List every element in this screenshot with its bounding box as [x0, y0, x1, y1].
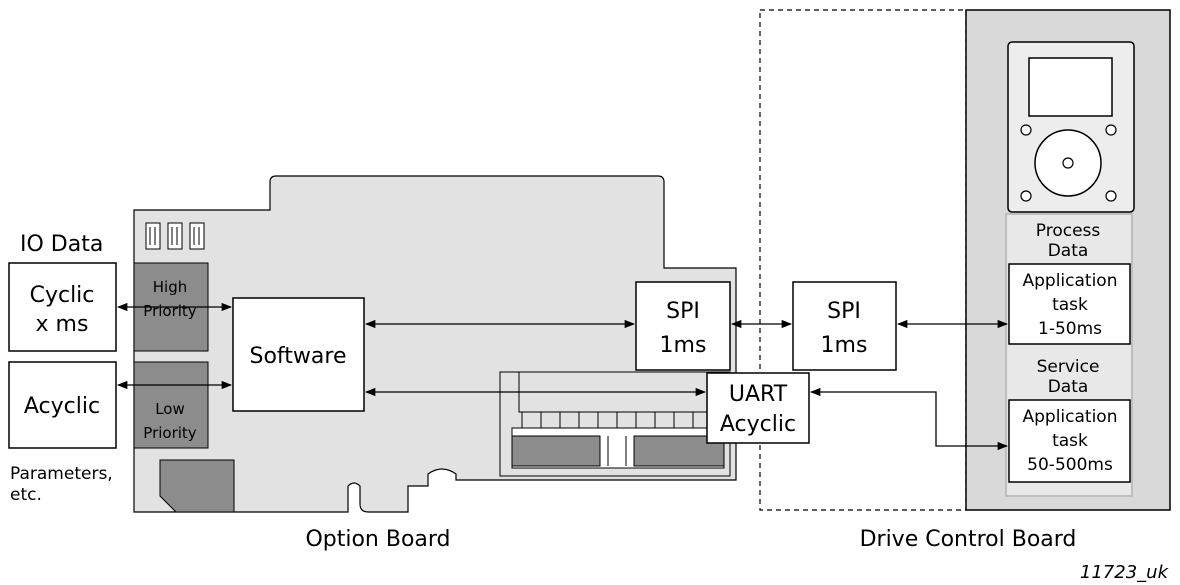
software-box	[232, 297, 365, 412]
app-task-2-line1: Application	[1023, 407, 1118, 427]
io-data-title: IO Data	[20, 232, 103, 257]
spi-option-line2: 1ms	[660, 333, 707, 358]
app-task-1-line2: task	[1052, 295, 1088, 315]
uart-box	[706, 372, 810, 444]
spi-drive-box	[792, 281, 897, 371]
high-priority-line2: Priority	[143, 302, 197, 320]
app-task-1-line1: Application	[1023, 271, 1118, 291]
app-task-1-line3: 1-50ms	[1038, 319, 1102, 339]
uart-line1: UART	[729, 382, 788, 407]
figure-id: 11723_uk	[1080, 562, 1170, 583]
connections	[116, 302, 1009, 451]
process-data-line2: Data	[1048, 241, 1089, 261]
service-data-line1: Service	[1037, 357, 1100, 377]
app-task-2-line2: task	[1052, 431, 1088, 451]
parameters-note-line2: etc.	[10, 485, 42, 505]
spi-drive-line1: SPI	[827, 299, 861, 324]
cyclic-box	[8, 262, 117, 352]
app-task-2-line3: 50-500ms	[1027, 455, 1113, 475]
spi-drive-line2: 1ms	[821, 333, 868, 358]
arrow-uart-task2	[809, 387, 1009, 451]
option-board-label: Option Board	[305, 527, 450, 552]
spi-option-line1: SPI	[666, 299, 700, 324]
drive-board-dashed-outline	[759, 9, 967, 511]
keypad-icon	[1007, 41, 1135, 213]
drive-control-board: Process Data Application task 1-50ms Ser…	[759, 9, 1171, 511]
app-task-1-box	[1008, 263, 1131, 345]
acyclic-box	[8, 361, 117, 449]
app-task-2-box	[1008, 399, 1131, 483]
service-data-line2: Data	[1048, 377, 1089, 397]
board-bracket	[159, 459, 235, 513]
low-priority-line2: Priority	[143, 424, 197, 442]
low-priority-line1: Low	[155, 400, 185, 418]
low-priority-block	[133, 361, 209, 449]
acyclic-label: Acyclic	[24, 394, 100, 419]
parameters-note-line1: Parameters,	[10, 464, 113, 484]
led-indicators	[145, 222, 205, 250]
software-label: Software	[250, 344, 347, 369]
process-data-line1: Process	[1036, 221, 1101, 241]
uart-line2: Acyclic	[720, 412, 796, 437]
drive-control-board-label: Drive Control Board	[860, 527, 1077, 552]
high-priority-line1: High	[153, 278, 187, 296]
cyclic-line2: x ms	[36, 312, 89, 337]
cyclic-line1: Cyclic	[30, 283, 95, 308]
spi-option-box	[635, 281, 731, 371]
